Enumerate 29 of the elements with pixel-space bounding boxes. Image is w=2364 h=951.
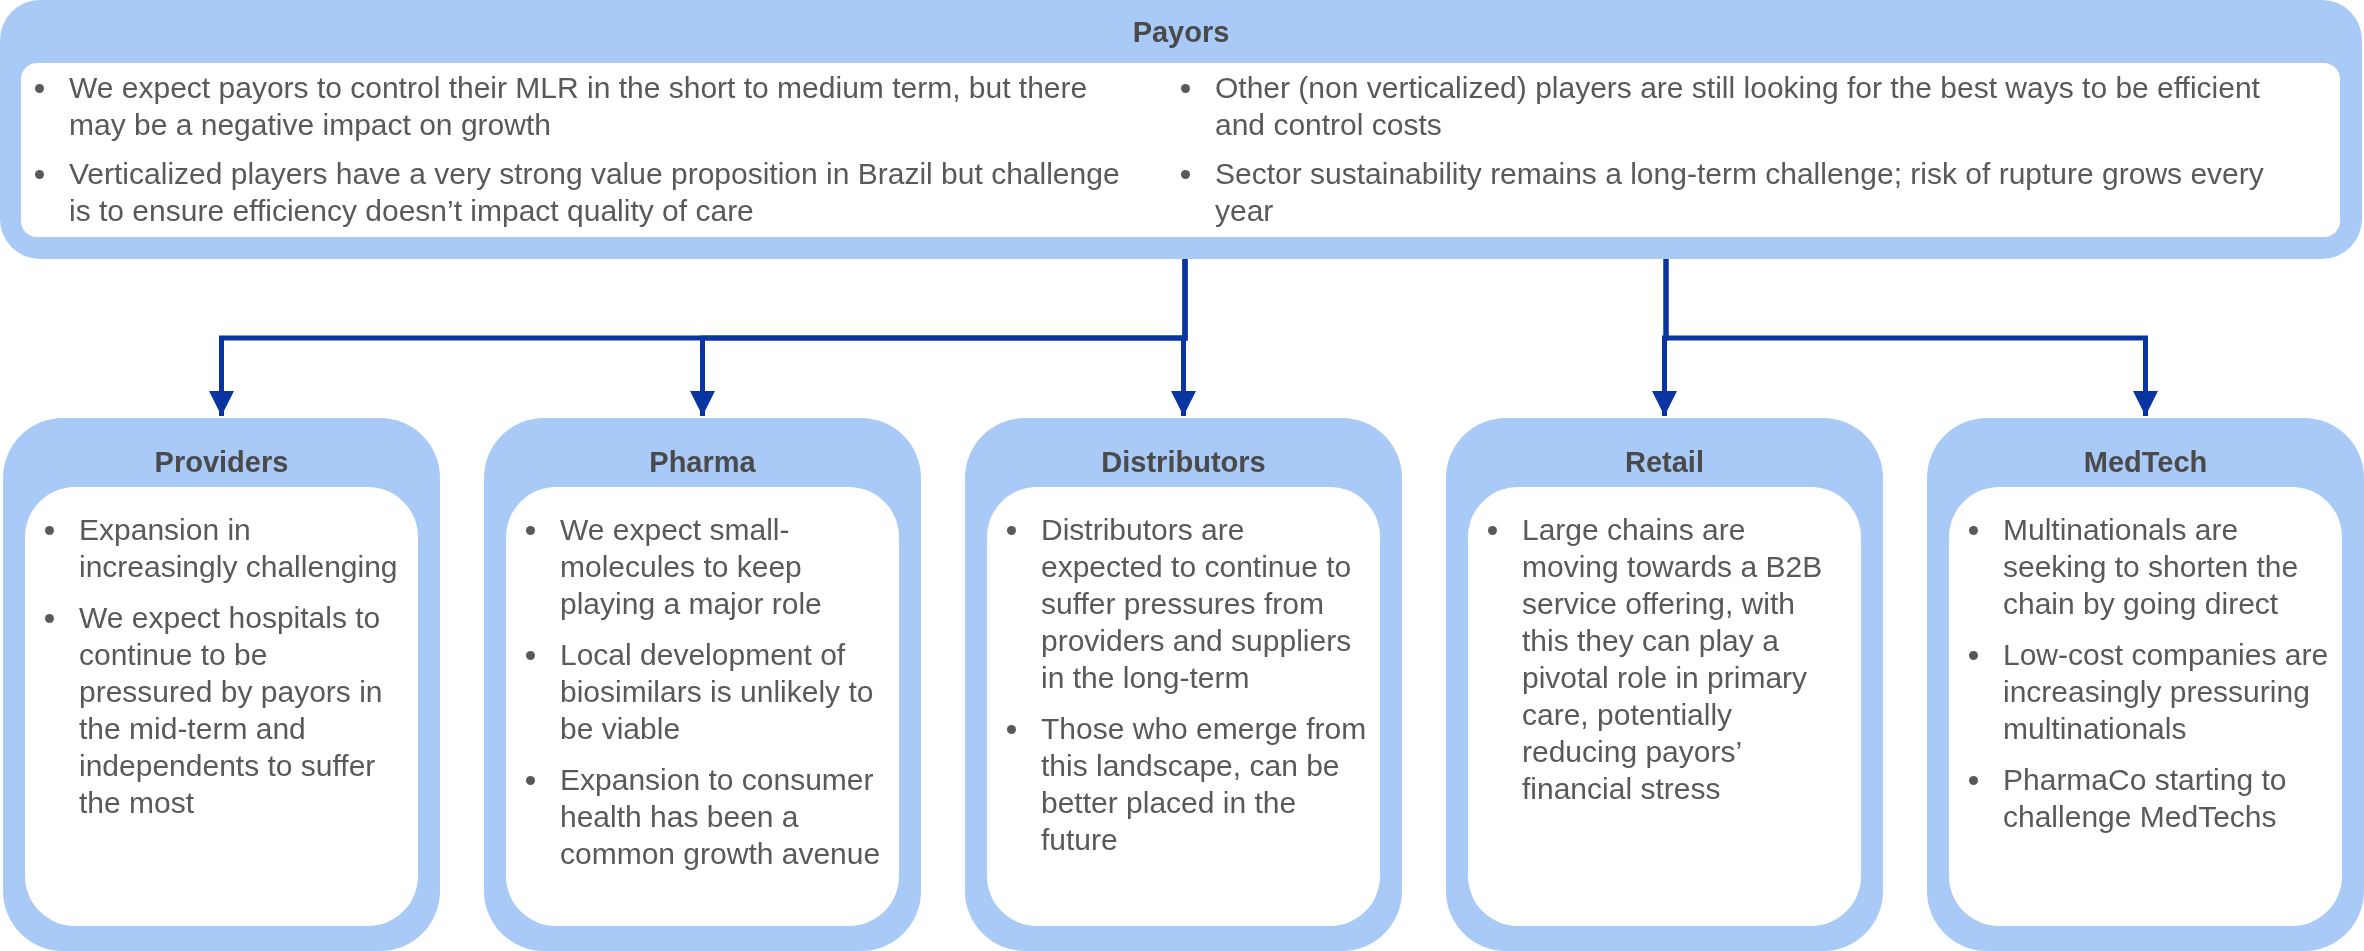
bullet-text: Large chains are moving towards a B2B service offering, with this they can play a pivotal role in primary care, potentially reducing payors’ financial stress [1522, 513, 1823, 805]
bullet-text: Sector sustainability remains a long-term challenge; risk of rupture grows every year [1215, 157, 2264, 227]
bullet-text: Distributors are expected to continue to suffer pressures from providers and suppliers in the long-term [1041, 513, 1352, 694]
bullet-text: Expansion in increasingly challenging [79, 513, 398, 583]
category-band [1446, 418, 1883, 951]
node-heading: Distributors [1100, 446, 1267, 479]
bullet-text: We expect hospitals to continue to be pressured by payors in the mid-term and independents to suffer the most [79, 601, 383, 819]
bullet-text: Multinationals are seeking to shorten the chain by going direct [2003, 513, 2299, 620]
bullet-text: Low-cost companies are increasingly pressuring multinationals [2003, 638, 2329, 745]
payor-band [0, 0, 2362, 259]
node-heading: MedTech [2082, 446, 2209, 479]
bullet-text: Local development of biosimilars is unlikely to be viable [560, 638, 874, 745]
category-band [484, 418, 921, 951]
bullet-text: Those who emerge from this landscape, can be better placed in the future [1041, 712, 1367, 856]
arrow [1171, 259, 1196, 416]
bullet-text: Verticalized players have a very strong value proposition in Brazil but challenge is to ensure efficiency doesn’t impact quality of care [69, 157, 1120, 227]
bullet-text: PharmaCo starting to challenge MedTechs [2003, 763, 2287, 833]
node-heading: Retail [1624, 446, 1705, 479]
node-heading: Pharma [648, 446, 757, 479]
bullet-text: We expect small-molecules to keep playing a major role [560, 513, 822, 620]
bullet-text: Other (non verticalized) players are still looking for the best ways to be efficient and control costs [1215, 71, 2260, 141]
bullet-text: We expect payors to control their MLR in the short to medium term, but there may be a negative impact on growth [69, 71, 1088, 141]
node-heading: Providers [153, 446, 290, 479]
category-band [1927, 418, 2364, 951]
bullet-text: Expansion to consumer health has been a common growth avenue [560, 763, 881, 870]
arrow [1663, 259, 2158, 416]
category-band [3, 418, 440, 951]
category-band [965, 418, 1402, 951]
node-heading: Payors [1131, 16, 1231, 49]
